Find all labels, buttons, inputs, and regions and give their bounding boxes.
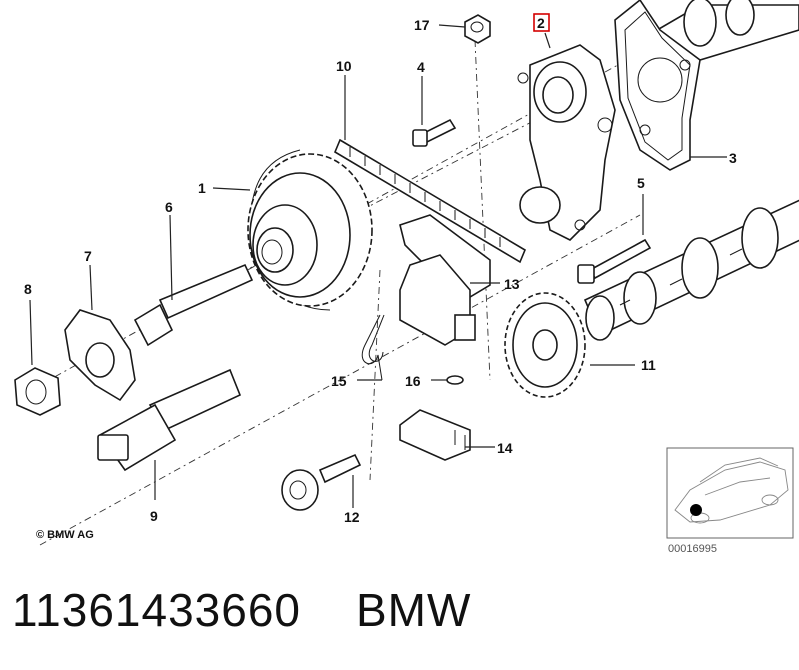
brand-label: BMW [356,584,472,636]
component-location-marker [690,504,702,516]
callout-7: 7 [84,248,92,264]
tensioner-rail-part [399,214,491,346]
spring-clip-part [361,314,385,381]
callout-4: 4 [417,59,425,75]
callout-2-highlight-box [533,13,550,32]
chain-tensioner-housing-part [517,44,616,241]
callout-1: 1 [198,180,206,196]
callout-12: 12 [344,509,360,525]
exploded-parts-diagram: 1 2 3 4 5 6 7 8 9 10 11 12 13 14 15 16 1… [14,0,799,555]
callout-16: 16 [405,373,421,389]
vehicle-locator-inset: 00016995 [666,447,794,555]
solenoid-valve-part [97,368,242,472]
inset-frame [666,447,794,539]
vanos-bolt-part [133,263,254,347]
camshaft-sprocket-part [247,153,373,307]
gasket-part [614,0,701,171]
callout-labels: 1 2 3 4 5 6 7 8 9 10 11 12 13 14 15 16 1… [24,13,737,525]
o-ring-part [446,375,464,385]
callout-13: 13 [504,276,520,292]
exhaust-sprocket-part [504,292,586,398]
bolt-4-part [412,118,457,147]
inset-diagram-code: 00016995 [668,543,717,555]
bolt-12-part [281,453,362,511]
nut-8-part [14,367,61,416]
callout-5: 5 [637,175,645,191]
callout-14: 14 [497,440,513,456]
callout-10: 10 [336,58,352,74]
timing-chain-part [249,138,527,311]
callout-11: 11 [641,357,656,373]
lock-plate-part [64,309,136,402]
guide-rail-part [399,409,471,461]
car-outline-icon [674,457,789,524]
callout-3: 3 [729,150,737,166]
copyright-text: © BMW AG [36,529,94,541]
callout-6: 6 [165,199,173,215]
leader-lines [29,24,727,508]
part-number-label: 11361433660 [12,584,301,636]
callout-17: 17 [414,17,430,33]
callout-15: 15 [331,373,347,389]
camshaft-part [583,199,799,341]
callout-9: 9 [150,508,158,524]
nut-17-part [464,14,491,44]
callout-2: 2 [537,15,545,31]
callout-8: 8 [24,281,32,297]
bolt-5-part [577,238,652,284]
